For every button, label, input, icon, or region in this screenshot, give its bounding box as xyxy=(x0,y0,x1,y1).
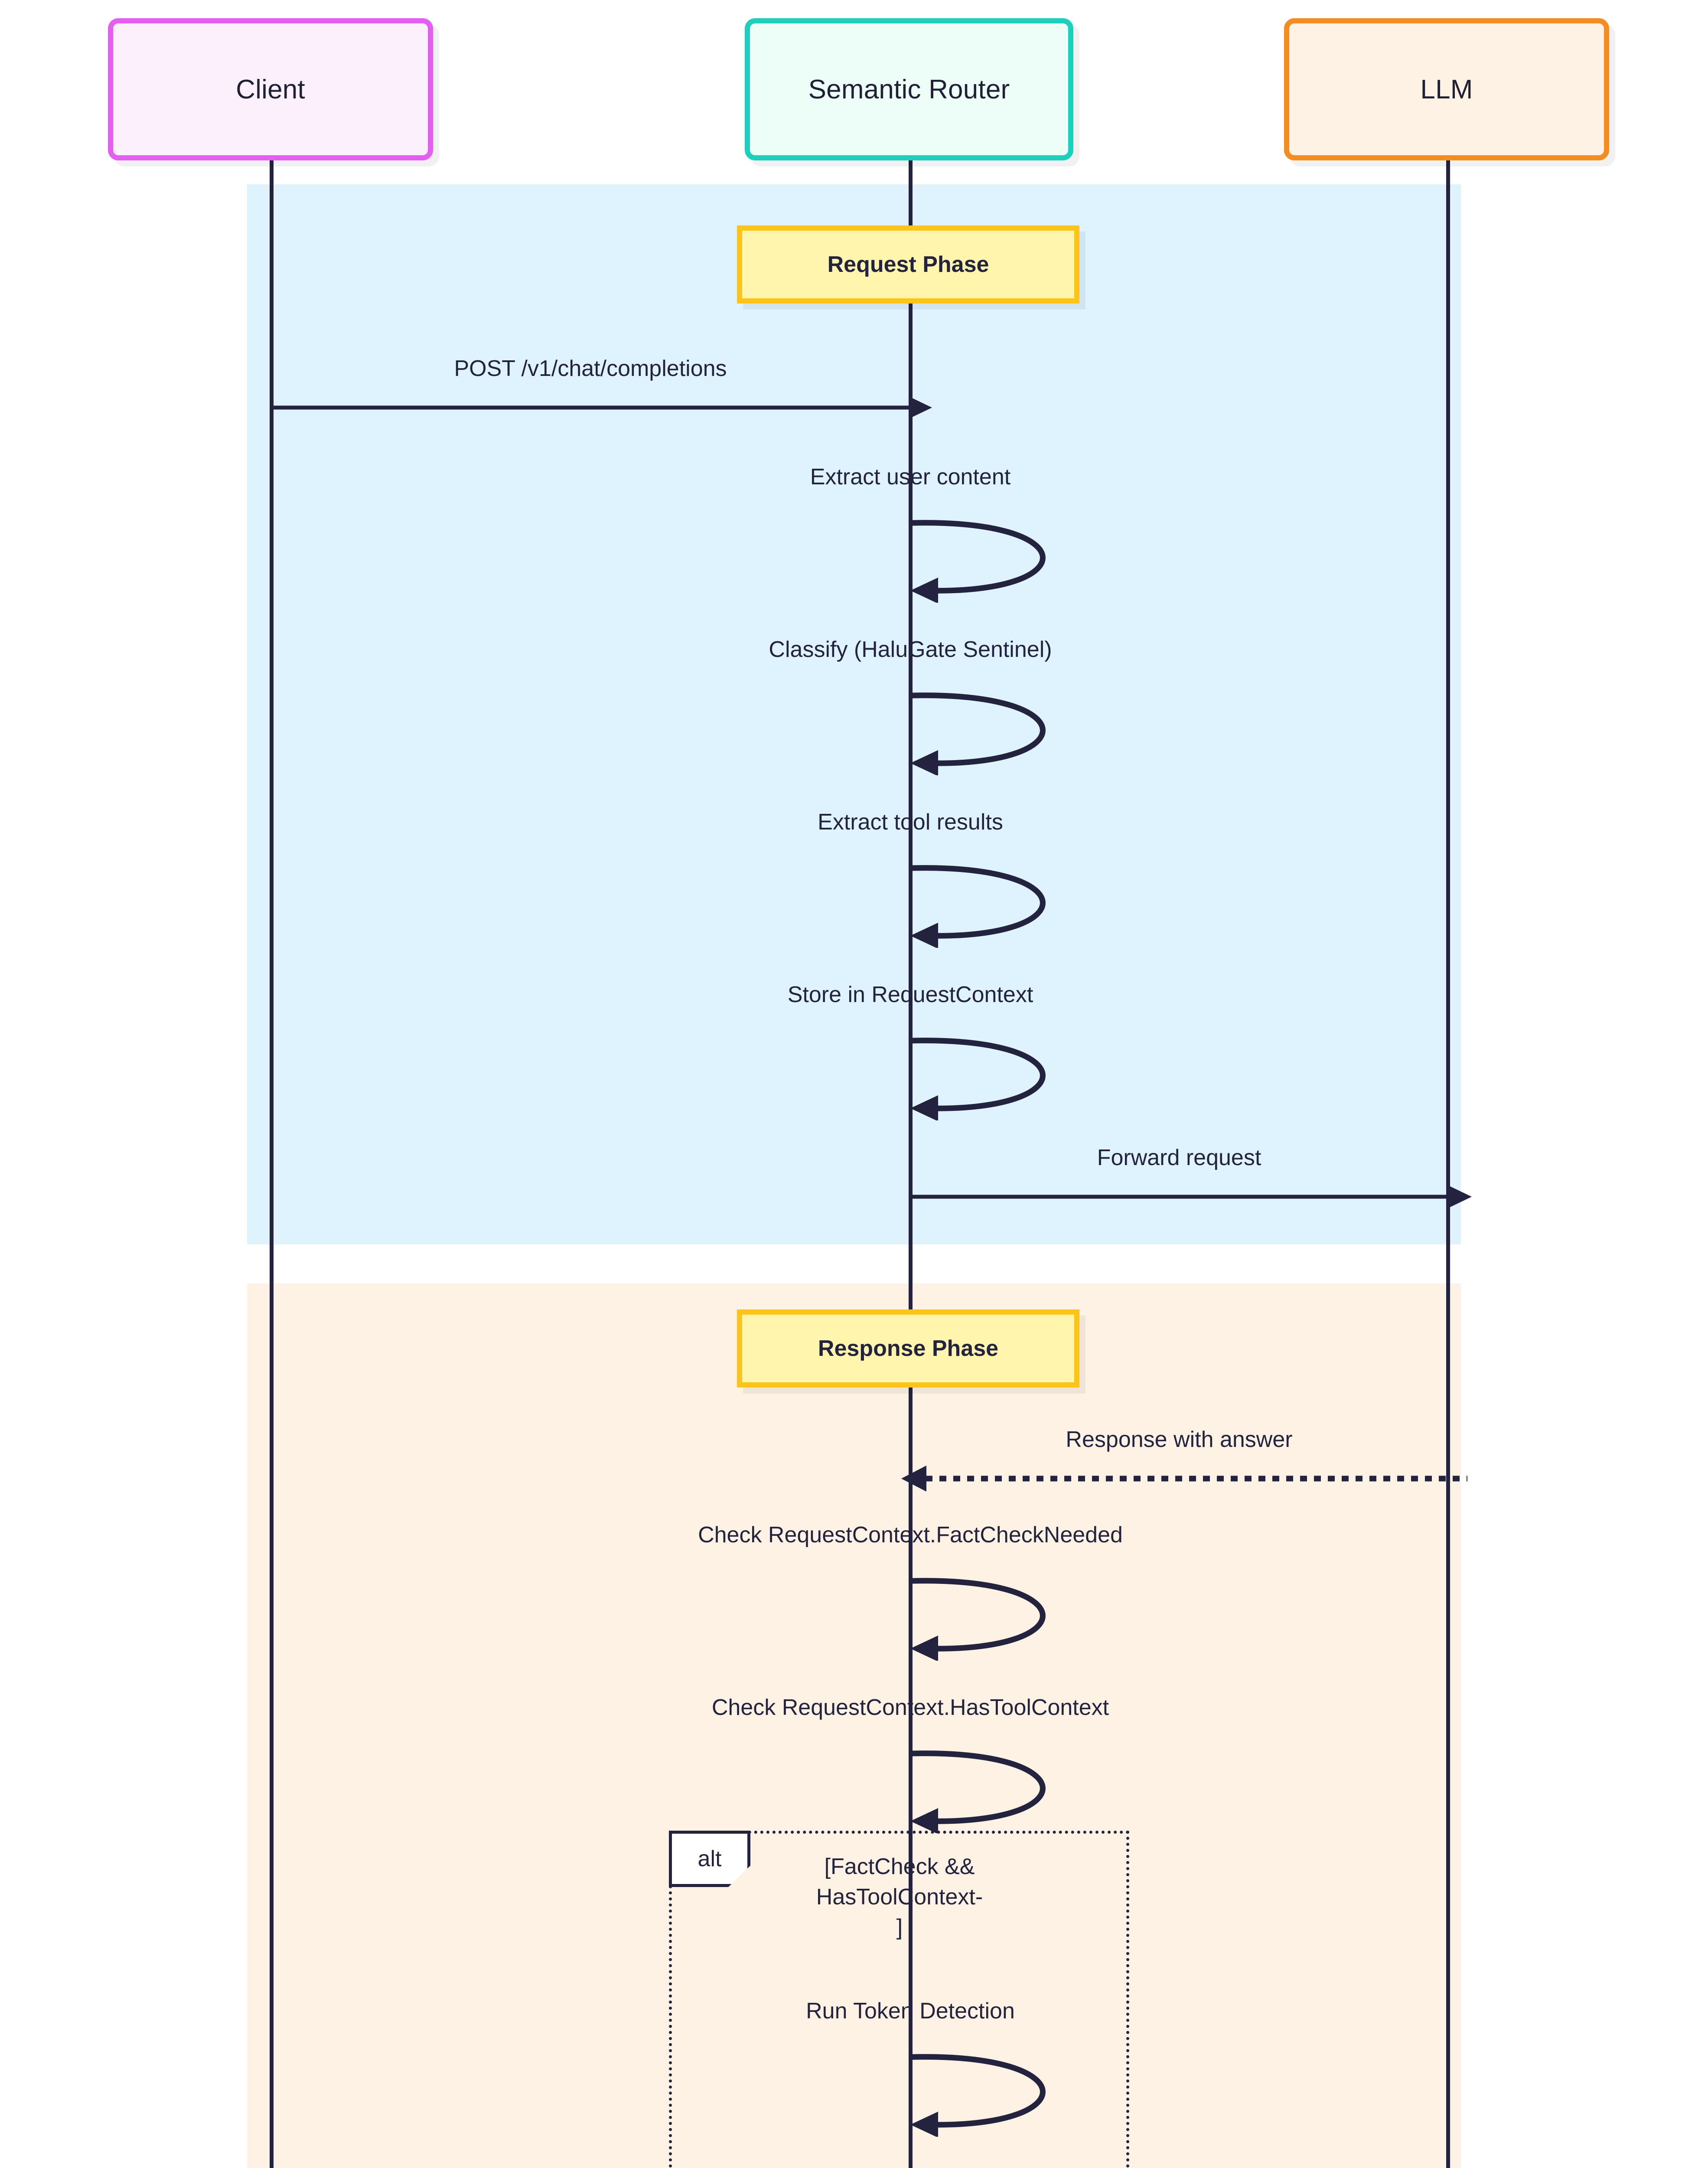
alt-fragment-frame xyxy=(669,1831,1129,2168)
message-label-run-token-detection: Run Token Detection xyxy=(806,1998,1015,2024)
participant-client-top[interactable]: Client xyxy=(108,18,433,160)
message-arrow-forward-request xyxy=(911,1186,1472,1207)
participant-router-top[interactable]: Semantic Router xyxy=(745,18,1073,160)
message-label-check-hastoolcontext: Check RequestContext.HasToolContext xyxy=(711,1695,1109,1720)
participant-llm-top-label: LLM xyxy=(1420,74,1473,104)
message-self-loop-check-factcheckneeded xyxy=(910,1578,1046,1661)
message-arrow-post-chat-completions xyxy=(271,397,932,418)
message-label-classify-halugate-sentinel: Classify (HaluGate Sentinel) xyxy=(769,637,1052,662)
participant-llm-top[interactable]: LLM xyxy=(1284,18,1609,160)
message-self-loop-extract-user-content xyxy=(910,520,1046,603)
alt-fragment-tag: alt xyxy=(669,1831,750,1887)
message-arrow-response-with-answer xyxy=(901,1466,1467,1492)
message-label-response-with-answer: Response with answer xyxy=(1066,1427,1293,1452)
message-label-forward-request: Forward request xyxy=(1097,1145,1261,1170)
participant-client-top-label: Client xyxy=(236,74,305,104)
alt-fragment-tag-label: alt xyxy=(698,1846,722,1871)
lifeline-client xyxy=(270,160,274,2168)
lifeline-router xyxy=(909,160,913,2168)
message-label-post-chat-completions: POST /v1/chat/completions xyxy=(454,356,727,381)
message-self-loop-extract-tool-results xyxy=(910,865,1046,948)
note-response-phase-label: Response Phase xyxy=(818,1336,999,1361)
note-response-phase: Response Phase xyxy=(737,1309,1079,1388)
message-self-loop-classify-halugate-sentinel xyxy=(910,692,1046,775)
message-label-check-factcheckneeded: Check RequestContext.FactCheckNeeded xyxy=(698,1522,1123,1548)
message-label-store-in-request-context: Store in RequestContext xyxy=(787,982,1033,1007)
message-self-loop-check-hastoolcontext xyxy=(910,1750,1046,1833)
response-phase-band xyxy=(247,1283,1461,2168)
participant-router-top-label: Semantic Router xyxy=(808,74,1010,104)
alt-branch-1-condition: [FactCheck &&HasToolContext-] xyxy=(816,1854,983,1940)
message-label-extract-tool-results: Extract tool results xyxy=(818,810,1003,835)
lifeline-llm xyxy=(1446,160,1450,2168)
message-label-extract-user-content: Extract user content xyxy=(810,464,1011,490)
request-phase-band xyxy=(247,184,1461,1244)
note-request-phase: Request Phase xyxy=(737,225,1079,304)
message-self-loop-store-in-request-context xyxy=(910,1038,1046,1120)
message-self-loop-run-token-detection xyxy=(910,2054,1046,2137)
note-request-phase-label: Request Phase xyxy=(827,252,989,277)
